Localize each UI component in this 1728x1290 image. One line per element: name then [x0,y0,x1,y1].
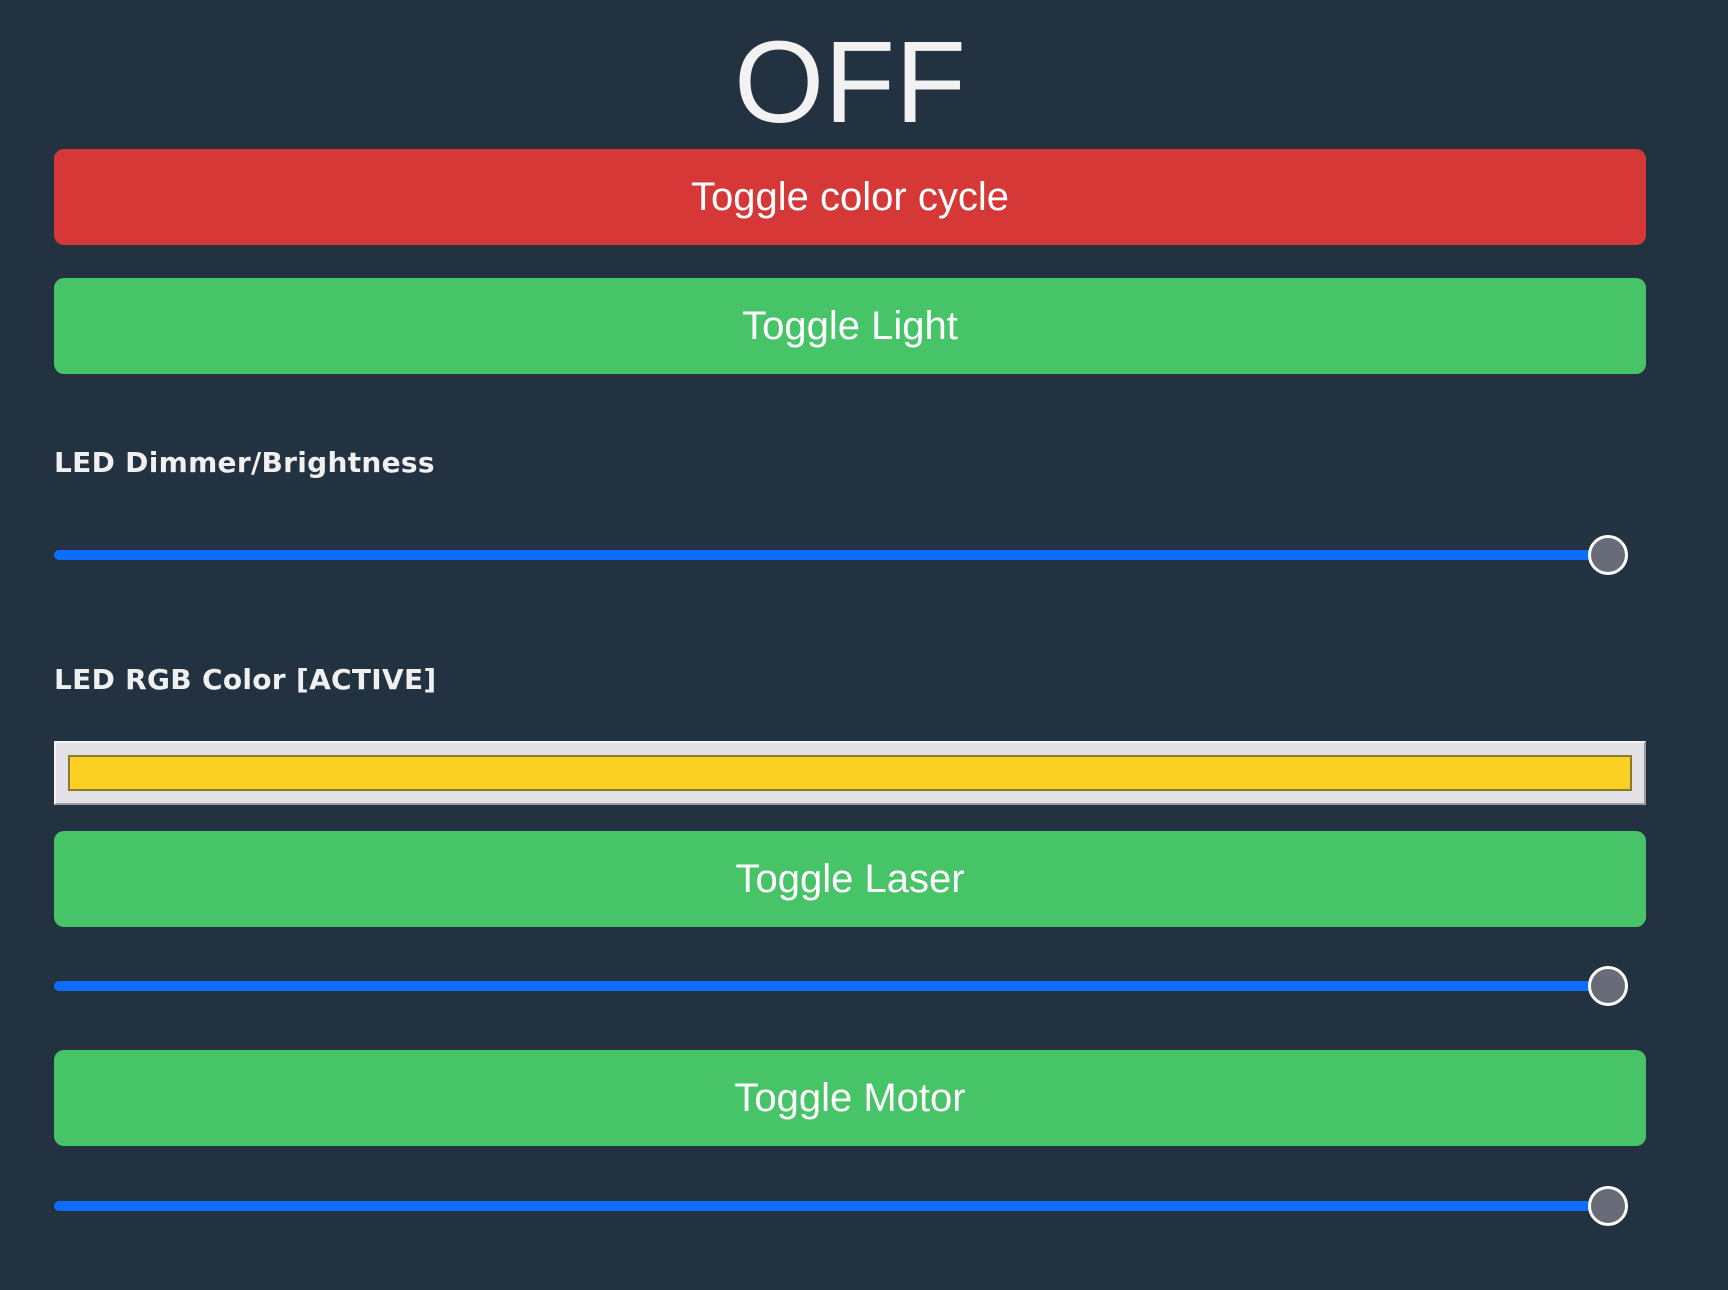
toggle-light-button[interactable]: Toggle Light [54,278,1646,374]
rgb-color-picker[interactable] [54,741,1646,805]
brightness-slider[interactable] [54,533,1628,577]
rgb-color-swatch[interactable] [68,755,1632,791]
motor-slider[interactable] [54,1184,1628,1228]
laser-slider[interactable] [54,964,1628,1008]
brightness-slider-track[interactable] [54,550,1628,560]
motor-slider-thumb[interactable] [1588,1186,1628,1226]
laser-slider-track[interactable] [54,981,1628,991]
toggle-motor-button[interactable]: Toggle Motor [54,1050,1646,1146]
brightness-slider-thumb[interactable] [1588,535,1628,575]
toggle-color-cycle-button[interactable]: Toggle color cycle [54,149,1646,245]
toggle-laser-button[interactable]: Toggle Laser [54,831,1646,927]
motor-slider-track[interactable] [54,1201,1628,1211]
rgb-color-label: LED RGB Color [ACTIVE] [54,663,437,696]
dimmer-label: LED Dimmer/Brightness [54,446,435,479]
laser-slider-thumb[interactable] [1588,966,1628,1006]
power-status-text: OFF [734,17,966,147]
